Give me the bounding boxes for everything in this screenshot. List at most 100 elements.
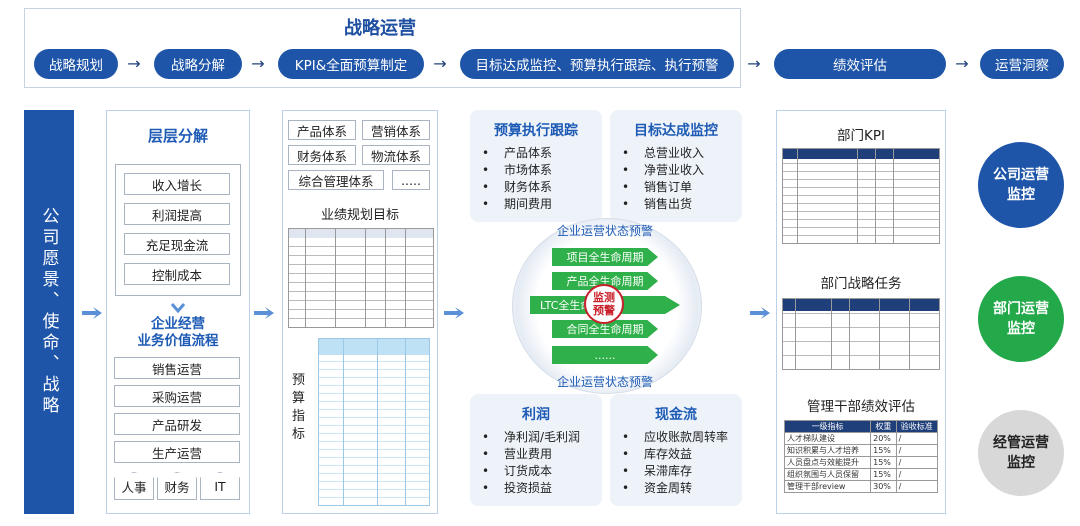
value-flow-title: 企业经营 业务价值流程 xyxy=(137,316,219,349)
tag-more: ..... xyxy=(392,170,430,190)
lifecycle-more[interactable]: ...... xyxy=(552,346,658,364)
chevron-right-icon xyxy=(80,305,104,321)
cell: / xyxy=(895,456,939,469)
list-item: 销售出货 xyxy=(622,196,704,213)
step-kpi-budget[interactable]: KPI&全面预算制定 xyxy=(278,49,424,79)
kpi-title: 部门KPI xyxy=(837,128,885,144)
step-performance-evaluation[interactable]: 绩效评估 xyxy=(774,49,946,79)
perf-title: 业绩规划目标 xyxy=(320,208,399,223)
step-monitoring[interactable]: 目标达成监控、预算执行跟踪、执行预警 xyxy=(460,49,734,79)
page-title: 战略运营 xyxy=(344,18,416,39)
tag-marketing-system: 营销体系 xyxy=(362,120,430,140)
chevron-right-icon xyxy=(748,305,772,321)
cell: 15% xyxy=(870,456,897,469)
profit-list: 净利润/毛利润 营业费用 订货成本 投资损益 xyxy=(482,429,580,497)
task-table-thumbnail xyxy=(782,298,940,370)
cell: 20% xyxy=(870,432,897,445)
target-monitor-title: 目标达成监控 xyxy=(634,123,718,139)
cell: 15% xyxy=(870,468,897,481)
support-finance: 财务 xyxy=(157,472,197,500)
cell: 30% xyxy=(870,480,897,493)
tag-general-mgmt-system: 综合管理体系 xyxy=(288,170,384,190)
cadre-table: 一级指标 权重 验收标准 人才梯队建设 20% / 知识积累与人才培养 15% … xyxy=(783,420,939,493)
cell: / xyxy=(895,468,939,481)
table-row: 人才梯队建设 20% / xyxy=(783,432,939,445)
table-row: 知识积累与人才培养 15% / xyxy=(783,444,939,457)
list-item: 投资损益 xyxy=(482,480,580,497)
goal-group xyxy=(115,164,241,296)
list-item: 市场体系 xyxy=(482,162,552,179)
cashflow-list: 应收账款周转率 库存效益 呆滞库存 资金周转 xyxy=(622,429,728,497)
tag-finance-system: 财务体系 xyxy=(288,145,356,165)
kpi-table-thumbnail xyxy=(782,148,940,244)
cadre-header: 权重 xyxy=(870,420,897,433)
support-it: IT xyxy=(200,472,240,500)
budget-table-thumbnail xyxy=(318,338,430,506)
budget-title: 预算指标 xyxy=(292,373,306,442)
step-strategy-planning[interactable]: 战略规划 xyxy=(34,49,118,79)
lifecycle-contract[interactable]: 合同全生命周期 xyxy=(552,320,658,338)
step-strategy-decomposition[interactable]: 战略分解 xyxy=(154,49,242,79)
list-item: 订货成本 xyxy=(482,463,580,480)
cadre-header: 一级指标 xyxy=(783,420,872,433)
mgmt-ops-monitor[interactable]: 经管运营 监控 xyxy=(978,410,1064,496)
chevron-right-icon xyxy=(442,305,466,321)
cell: 组织氛围与人员保留 xyxy=(783,468,872,481)
flow-procurement-ops: 采购运营 xyxy=(114,385,240,407)
budget-tracking-list: 产品体系 市场体系 财务体系 期间费用 xyxy=(482,145,552,213)
cadre-header: 验收标准 xyxy=(895,420,939,433)
target-monitor-list: 总营业收入 净营业收入 销售订单 销售出货 xyxy=(622,145,704,213)
perf-table-thumbnail xyxy=(288,228,434,328)
decompose-title: 层层分解 xyxy=(147,127,208,145)
alert-label-top: 企业运营状态预警 xyxy=(556,224,653,238)
alert-center-badge: 监测 预警 xyxy=(584,284,624,324)
list-item: 应收账款周转率 xyxy=(622,429,728,446)
company-ops-monitor[interactable]: 公司运营 监控 xyxy=(978,142,1064,228)
list-item: 资金周转 xyxy=(622,480,728,497)
chevron-right-icon xyxy=(252,305,276,321)
dept-ops-monitor[interactable]: 部门运营 监控 xyxy=(978,276,1064,362)
table-row: 组织氛围与人员保留 15% / xyxy=(783,468,939,481)
goal-profit-increase: 利润提高 xyxy=(124,203,230,225)
cadre-title: 管理干部绩效评估 xyxy=(807,399,915,415)
list-item: 营业费用 xyxy=(482,446,580,463)
list-item: 期间费用 xyxy=(482,196,552,213)
goal-revenue-growth: 收入增长 xyxy=(124,173,230,195)
step-ops-insight[interactable]: 运营洞察 xyxy=(980,49,1064,79)
list-item: 呆滞库存 xyxy=(622,463,728,480)
cell: 人才梯队建设 xyxy=(783,432,872,445)
cell: 知识积累与人才培养 xyxy=(783,444,872,457)
tag-product-system: 产品体系 xyxy=(288,120,356,140)
list-item: 总营业收入 xyxy=(622,145,704,162)
list-item: 财务体系 xyxy=(482,179,552,196)
cell: 人员盘点与效能提升 xyxy=(783,456,872,469)
support-hr: 人事 xyxy=(114,472,154,500)
goal-cost-control: 控制成本 xyxy=(124,263,230,285)
cell: 15% xyxy=(870,444,897,457)
list-item: 净营业收入 xyxy=(622,162,704,179)
task-title: 部门战略任务 xyxy=(820,276,902,292)
lifecycle-project[interactable]: 项目全生命周期 xyxy=(552,248,658,266)
cell: 管理干部review xyxy=(783,480,872,493)
table-row: 人员盘点与效能提升 15% / xyxy=(783,456,939,469)
arrow-icon xyxy=(742,54,766,74)
cell: / xyxy=(895,444,939,457)
cell: / xyxy=(895,480,939,493)
flow-sales-ops: 销售运营 xyxy=(114,357,240,379)
list-item: 产品体系 xyxy=(482,145,552,162)
arrow-icon xyxy=(428,54,452,74)
flow-production-ops: 生产运营 xyxy=(114,441,240,463)
profit-title: 利润 xyxy=(522,407,550,423)
vision-bar: 公司愿景、使命、战略 xyxy=(24,110,74,514)
list-item: 销售订单 xyxy=(622,179,704,196)
flow-product-rd: 产品研发 xyxy=(114,413,240,435)
budget-tracking-title: 预算执行跟踪 xyxy=(494,123,578,139)
list-item: 库存效益 xyxy=(622,446,728,463)
arrow-icon xyxy=(246,54,270,74)
cell: / xyxy=(895,432,939,445)
arrow-icon xyxy=(950,54,974,74)
cashflow-title: 现金流 xyxy=(655,407,697,423)
chevron-down-icon xyxy=(170,299,186,314)
lifecycle-product[interactable]: 产品全生命周期 xyxy=(552,272,658,290)
list-item: 净利润/毛利润 xyxy=(482,429,580,446)
